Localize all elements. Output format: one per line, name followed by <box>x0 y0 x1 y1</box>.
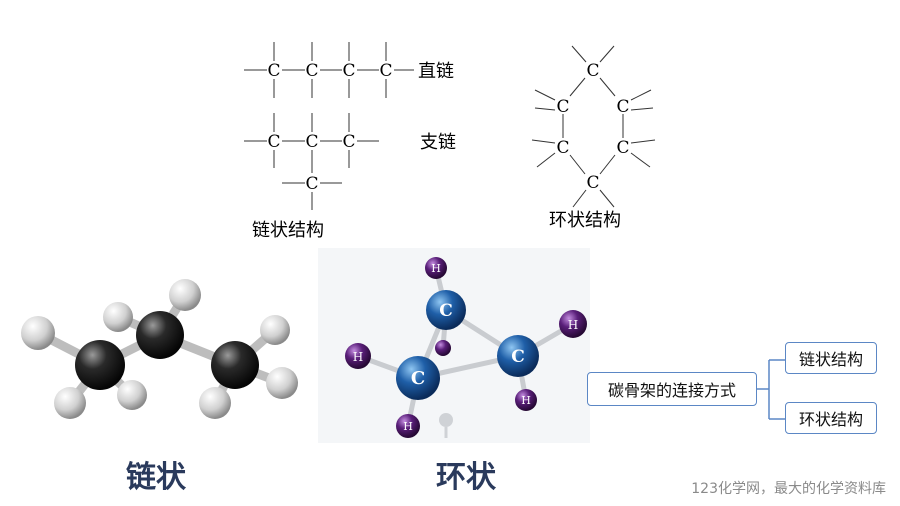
hydrogen-atom <box>54 387 86 419</box>
carbon-label: C <box>305 61 318 81</box>
structural-formulas: C C C C C C C C 直链 支链 链状结构 C C C C C C 环… <box>244 42 656 241</box>
branched-chain-label: 支链 <box>420 132 456 153</box>
carbon-atom <box>396 356 440 400</box>
ring-bonds <box>531 45 656 208</box>
branched-chain-bonds <box>244 113 379 210</box>
hydrogen-atom <box>559 310 587 338</box>
carbon-label: C <box>379 61 392 81</box>
carbon-atom <box>136 311 184 359</box>
carbon-atom <box>497 335 539 377</box>
concept-root-box: 碳骨架的连接方式 <box>587 372 757 406</box>
footer-watermark: 123化学网，最大的化学资料库 <box>691 481 886 497</box>
carbon-label: C <box>267 132 280 152</box>
ring-carbons: C C C C C C <box>556 61 629 193</box>
carbon-atom <box>75 340 125 390</box>
chain-model-caption: 链状 <box>126 460 186 495</box>
ring-structure-label: 环状结构 <box>549 210 621 231</box>
hydrogen-label: H <box>403 420 413 433</box>
atom-shadow <box>439 413 453 427</box>
ring-ball-stick-model: H C H H C C H H <box>318 248 590 443</box>
hydrogen-atom <box>266 367 298 399</box>
carbon-label: C <box>305 174 318 194</box>
hydrogen-atom <box>396 414 420 438</box>
carbon-label: C <box>511 347 525 367</box>
carbon-atom <box>211 341 259 389</box>
carbon-label: C <box>586 61 599 81</box>
concept-map-connectors <box>757 359 785 420</box>
hydrogen-atom <box>425 257 447 279</box>
hydrogen-label: H <box>568 318 578 332</box>
carbon-label: C <box>305 132 318 152</box>
hydrogen-atom <box>103 302 133 332</box>
carbon-label: C <box>411 368 425 389</box>
concept-branch-chain-box: 链状结构 <box>785 342 877 374</box>
carbon-label: C <box>586 173 599 193</box>
hydrogen-label: H <box>431 262 441 275</box>
carbon-label: C <box>616 138 629 158</box>
carbon-label: C <box>267 61 280 81</box>
branched-chain-carbons: C C C C <box>267 132 355 194</box>
carbon-label: C <box>616 97 629 117</box>
carbon-label: C <box>556 97 569 117</box>
carbon-label: C <box>439 301 453 321</box>
concept-branch-label: 链状结构 <box>798 350 863 369</box>
hydrogen-atom <box>169 279 201 311</box>
concept-root-label: 碳骨架的连接方式 <box>607 381 736 400</box>
hydrogen-label: H <box>353 350 363 364</box>
hydrogen-label: H <box>521 394 531 407</box>
carbon-label: C <box>342 132 355 152</box>
concept-branch-ring-box: 环状结构 <box>785 402 877 434</box>
ring-model-caption: 环状 <box>436 460 496 495</box>
carbon-label: C <box>342 61 355 81</box>
straight-chain-label: 直链 <box>418 61 454 82</box>
straight-chain-carbons: C C C C <box>267 61 392 81</box>
hydrogen-atom <box>21 316 55 350</box>
hydrogen-atom <box>435 340 451 356</box>
chain-ball-stick-model <box>21 279 298 419</box>
carbon-label: C <box>556 138 569 158</box>
concept-branch-label: 环状结构 <box>798 410 863 429</box>
chain-structure-label: 链状结构 <box>252 220 324 241</box>
hydrogen-atom <box>260 315 290 345</box>
carbon-atom <box>426 290 466 330</box>
straight-chain-bonds <box>244 42 414 98</box>
hydrogen-atom <box>345 343 371 369</box>
hydrogen-atom <box>515 389 537 411</box>
hydrogen-atom <box>117 380 147 410</box>
hydrogen-atom <box>199 387 231 419</box>
